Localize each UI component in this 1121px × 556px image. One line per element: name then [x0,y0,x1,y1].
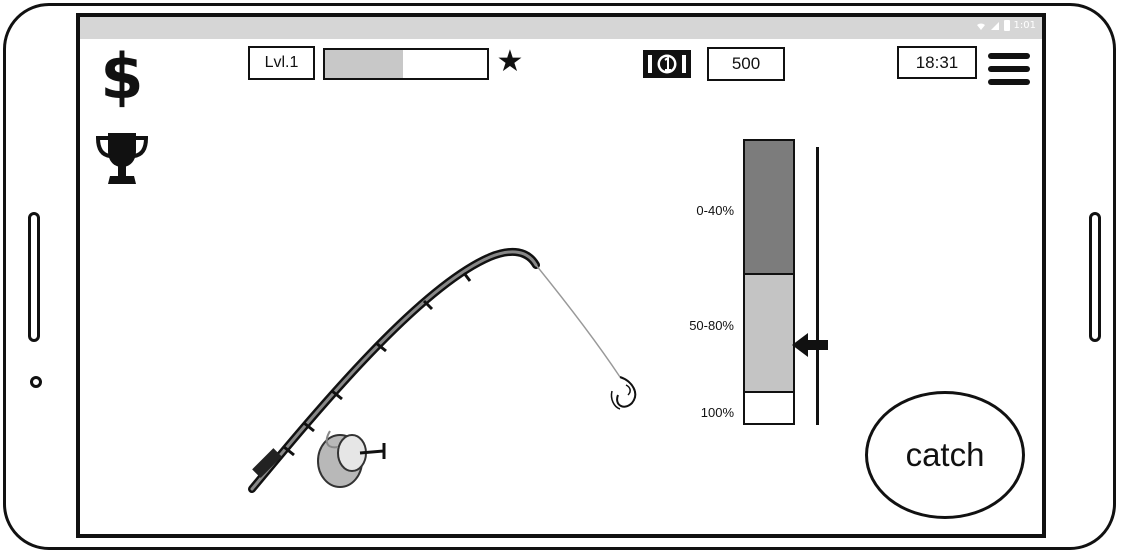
arrow-left-icon [792,333,828,357]
phone-camera-dot [30,376,42,388]
game-clock: 18:31 [897,46,977,79]
hamburger-menu-icon[interactable] [988,53,1030,91]
phone-side-button-left [28,212,40,342]
fishing-rod-image [248,247,637,493]
signal-icon [990,21,999,30]
status-icons: 1:01 [976,20,1036,31]
status-time: 1:01 [1013,20,1036,31]
game-screen: 1:01 $ Lvl.1 ★ 500 18:31 [76,13,1046,538]
wifi-icon [976,22,985,30]
phone-side-button-right [1089,212,1101,342]
star-icon: ★ [496,44,524,79]
cash-icon [643,50,691,78]
battery-icon [1003,20,1010,31]
meter-label-low: 0-40% [696,203,734,218]
xp-progress-bar [323,48,489,80]
catch-button[interactable]: catch [865,391,1025,519]
tension-meter [743,139,795,425]
meter-track-line [816,147,819,425]
status-bar: 1:01 [80,17,1042,39]
dollar-icon[interactable]: $ [100,40,144,113]
meter-zone-low [745,141,793,275]
meter-zone-full [745,393,793,423]
trophy-icon[interactable] [90,129,154,189]
level-indicator: Lvl.1 [248,46,315,80]
meter-zone-mid [745,275,793,393]
meter-label-full: 100% [700,405,734,420]
hook-icon [610,376,637,410]
meter-label-mid: 50-80% [689,318,734,333]
money-counter: 500 [707,47,785,81]
xp-progress-fill [325,50,403,78]
